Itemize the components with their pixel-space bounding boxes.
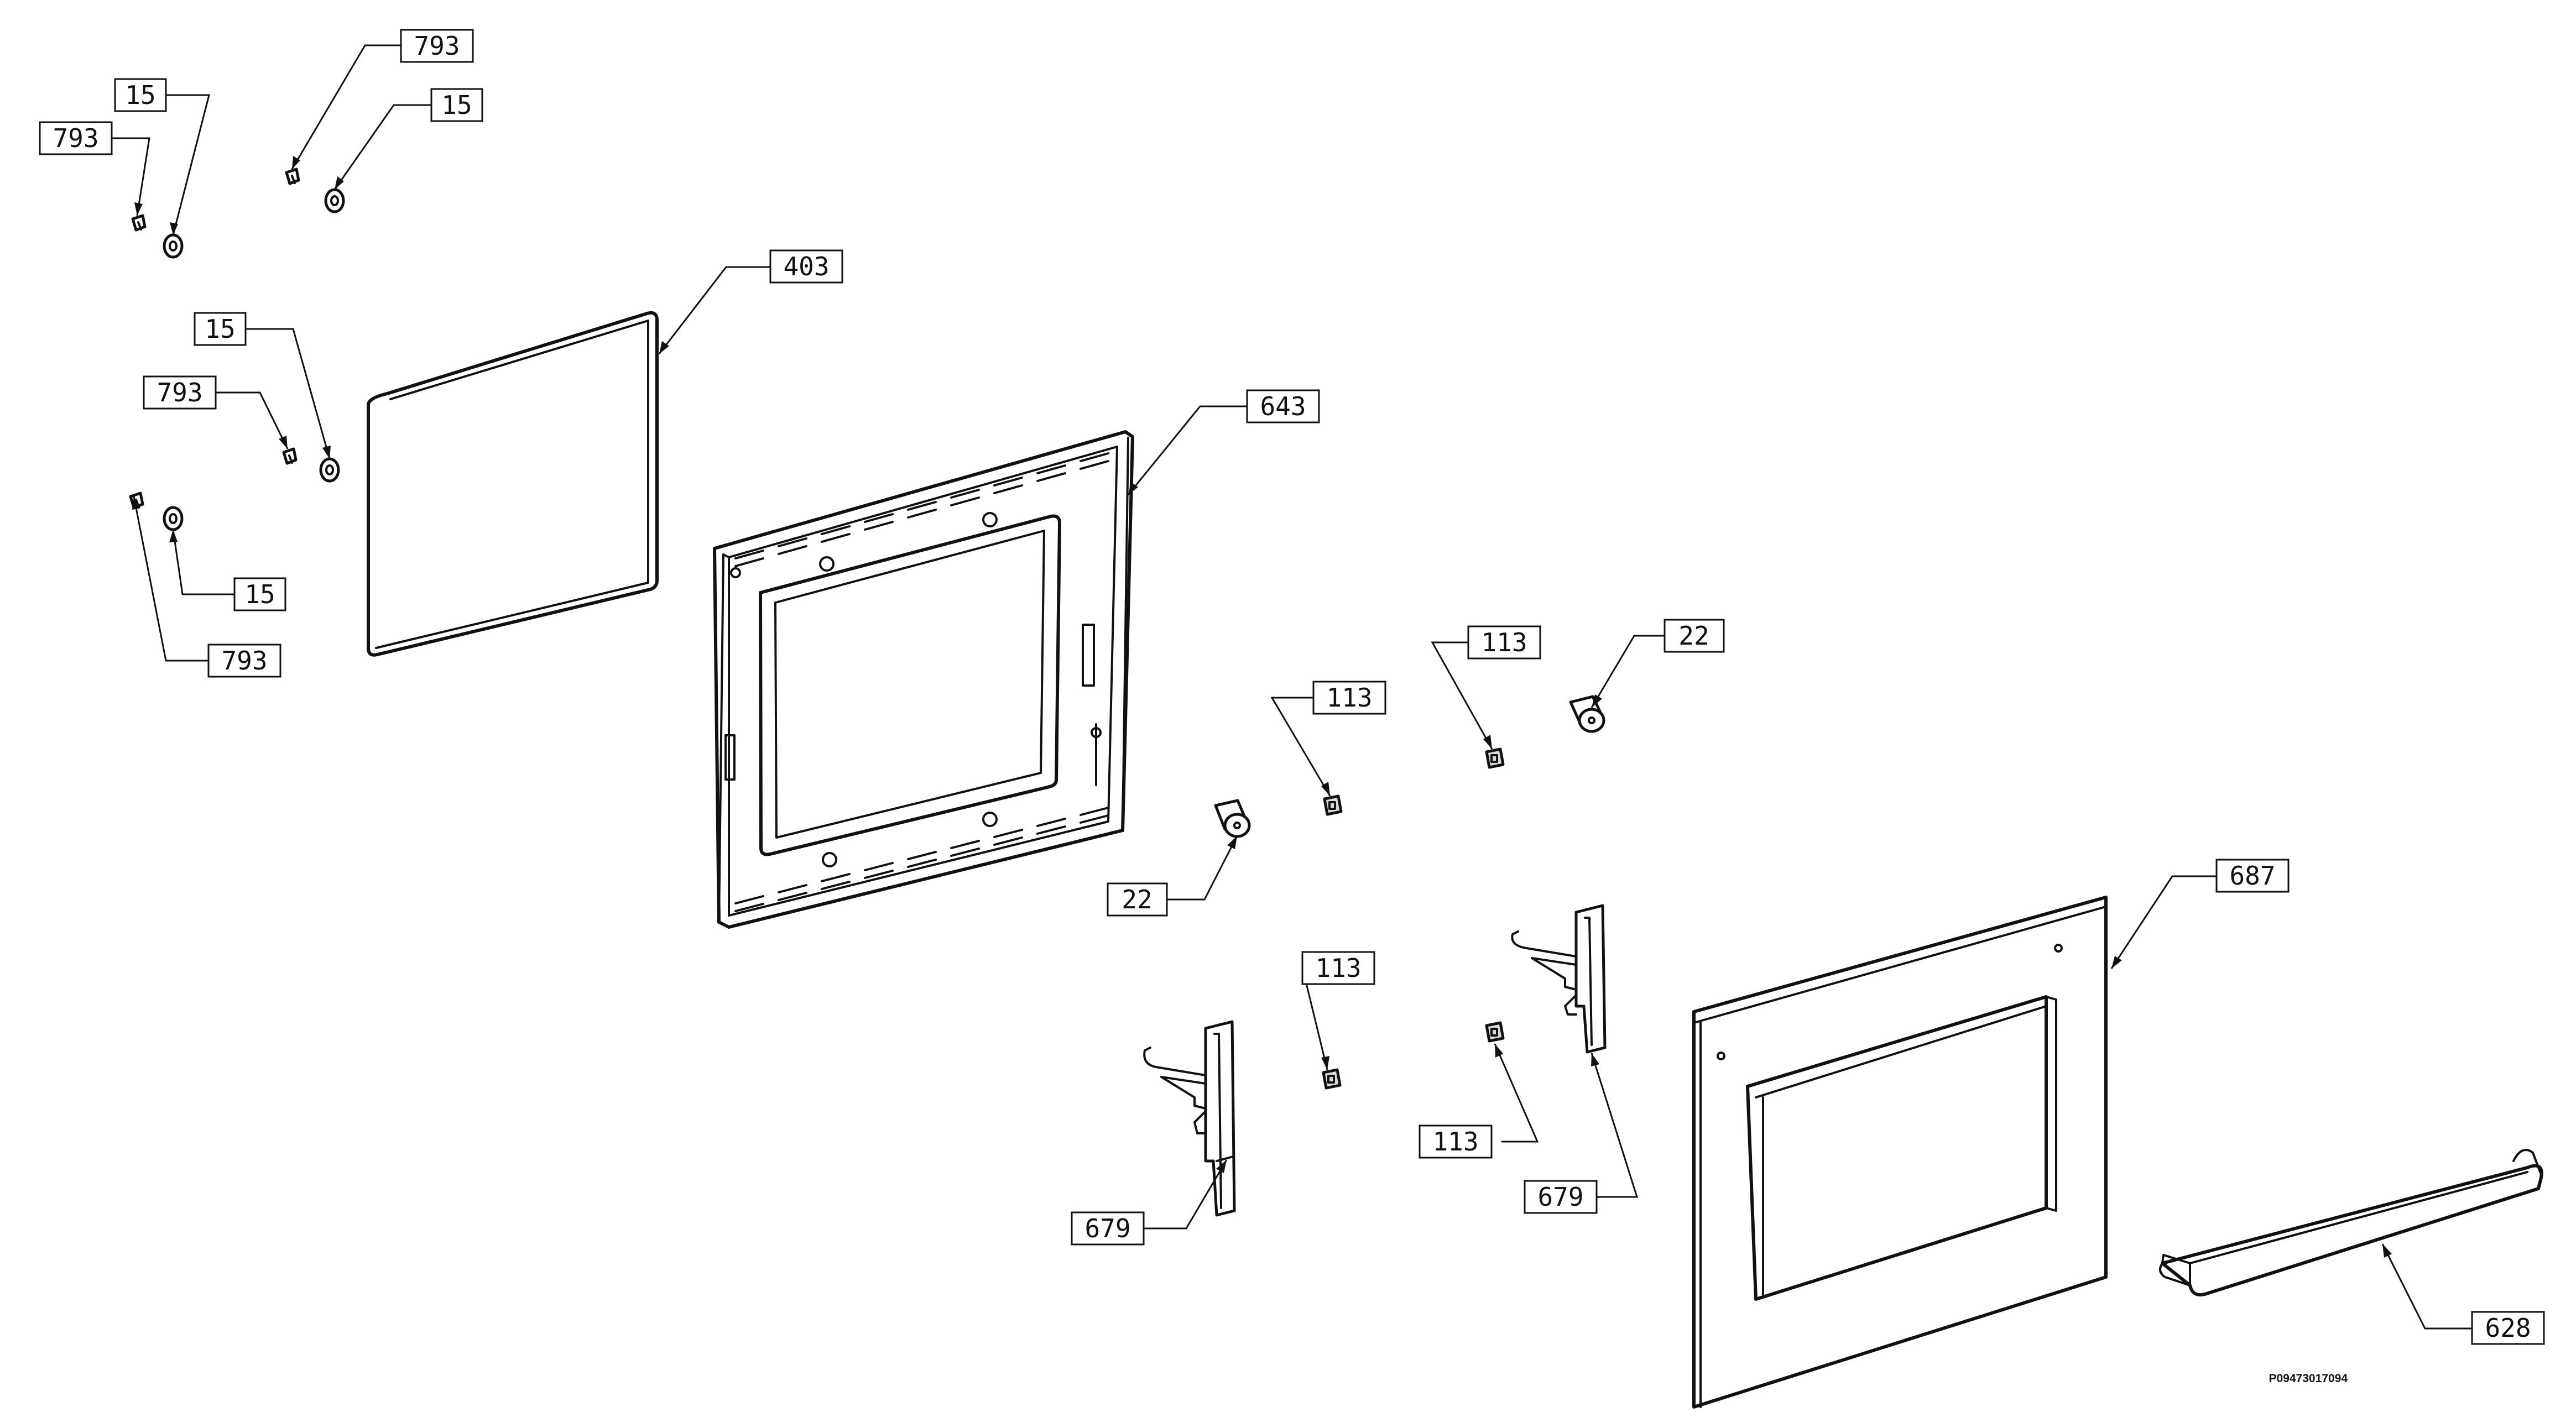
callout-22a: 22 bbox=[1107, 882, 1168, 917]
callout-15c: 15 bbox=[194, 312, 247, 346]
drawing-reference-code: P09473017094 bbox=[2269, 1372, 2348, 1385]
callout-679b: 679 bbox=[1524, 1180, 1598, 1214]
callout-label: 679 bbox=[1537, 1182, 1583, 1212]
callout-793a: 793 bbox=[400, 29, 474, 63]
leader-643 bbox=[1127, 405, 1247, 495]
leader-628 bbox=[2381, 1243, 2472, 1330]
part-15-spacer-d bbox=[163, 506, 184, 531]
part-113-clip-c bbox=[1322, 1068, 1342, 1090]
leader-15b bbox=[333, 104, 431, 190]
callout-label: 793 bbox=[53, 123, 98, 153]
callout-label: 679 bbox=[1084, 1213, 1130, 1243]
callout-label: 113 bbox=[1481, 627, 1527, 657]
callout-687: 687 bbox=[2215, 859, 2290, 893]
leader-679b bbox=[1591, 1053, 1639, 1198]
callout-793b: 793 bbox=[39, 121, 113, 155]
callout-label: 15 bbox=[125, 80, 155, 110]
part-15-spacer-c bbox=[319, 457, 340, 483]
callout-label: 793 bbox=[157, 378, 202, 407]
leader-113b bbox=[1431, 641, 1493, 750]
part-679-hinge-left bbox=[1143, 1020, 1236, 1217]
part-22-bushing-left bbox=[1214, 799, 1251, 838]
part-113-clip-b bbox=[1485, 747, 1505, 769]
callout-label: 15 bbox=[244, 579, 275, 609]
callout-15d: 15 bbox=[233, 577, 286, 611]
callout-label: 22 bbox=[1678, 621, 1709, 651]
callout-113c: 113 bbox=[1301, 951, 1375, 985]
callout-113a: 113 bbox=[1312, 681, 1386, 715]
leader-679a bbox=[1144, 1159, 1228, 1230]
part-113-clip-a bbox=[1323, 794, 1343, 816]
leader-15d bbox=[172, 529, 234, 595]
callout-628: 628 bbox=[2471, 1311, 2545, 1345]
callout-label: 113 bbox=[1326, 683, 1372, 713]
part-679-hinge-right bbox=[1511, 904, 1607, 1054]
part-628-handle bbox=[2159, 1149, 2543, 1297]
callout-22b: 22 bbox=[1664, 619, 1725, 653]
callout-label: 793 bbox=[414, 31, 460, 61]
part-687-outer-door bbox=[1692, 896, 2108, 1409]
leader-15c bbox=[246, 328, 331, 459]
callout-403: 403 bbox=[769, 249, 843, 284]
callout-label: 793 bbox=[221, 646, 267, 676]
leader-793b bbox=[111, 137, 150, 216]
leader-793a bbox=[291, 44, 401, 170]
leader-403 bbox=[658, 266, 770, 354]
callout-label: 403 bbox=[783, 252, 829, 281]
callout-label: 15 bbox=[441, 90, 472, 120]
part-15-spacer-b bbox=[324, 188, 345, 213]
part-643-inner-frame bbox=[713, 430, 1134, 929]
leader-15a bbox=[166, 94, 210, 236]
leader-687 bbox=[2110, 875, 2217, 969]
leader-113d bbox=[1494, 1043, 1539, 1143]
callout-label: 643 bbox=[1260, 391, 1306, 421]
callout-793c: 793 bbox=[143, 375, 217, 410]
callout-15a: 15 bbox=[114, 78, 167, 112]
leader-793c bbox=[216, 391, 289, 449]
callout-113b: 113 bbox=[1467, 625, 1541, 660]
callout-793d: 793 bbox=[207, 644, 281, 678]
leader-22a bbox=[1167, 835, 1238, 901]
callout-679a: 679 bbox=[1071, 1211, 1145, 1246]
callout-643: 643 bbox=[1246, 389, 1320, 423]
part-22-bushing-right bbox=[1569, 695, 1605, 733]
callout-15b: 15 bbox=[430, 88, 483, 122]
leader-113a bbox=[1270, 697, 1331, 797]
part-15-spacer-a bbox=[163, 233, 184, 259]
callout-label: 687 bbox=[2229, 861, 2275, 891]
callout-label: 113 bbox=[1432, 1127, 1478, 1157]
callout-label: 15 bbox=[205, 314, 235, 344]
leader-793d bbox=[133, 496, 208, 662]
part-793-screw-b bbox=[285, 168, 300, 185]
part-793-screw-a bbox=[131, 214, 147, 232]
part-793-screw-c bbox=[282, 447, 298, 465]
leader-lines bbox=[111, 44, 2472, 1330]
callout-113d: 113 bbox=[1419, 1124, 1493, 1159]
part-113-clip-d bbox=[1485, 1021, 1505, 1043]
callout-label: 22 bbox=[1122, 885, 1152, 914]
callout-label: 113 bbox=[1315, 953, 1361, 983]
leader-22b bbox=[1591, 635, 1665, 708]
part-403-inner-glass bbox=[367, 311, 659, 657]
callout-label: 628 bbox=[2485, 1313, 2531, 1343]
